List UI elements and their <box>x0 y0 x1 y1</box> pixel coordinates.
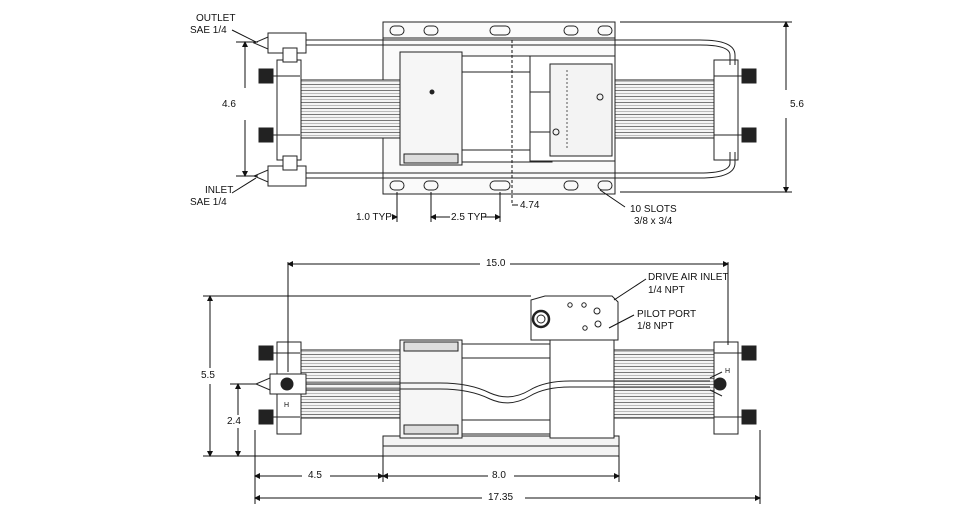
side-fins-left <box>299 349 401 419</box>
side-fins-right <box>613 349 715 419</box>
drive-air-size: 1/4 NPT <box>648 285 685 296</box>
outlet-size: SAE 1/4 <box>190 25 227 36</box>
end-cap-right <box>713 59 739 161</box>
inlet-label: INLET <box>205 185 234 196</box>
dim-slot-pitch: 2.5 TYP <box>451 212 487 223</box>
slots-size: 3/8 x 3/4 <box>634 216 673 227</box>
dim-height-inner: 4.6 <box>222 99 236 110</box>
inlet-size: SAE 1/4 <box>190 197 227 208</box>
fins-right <box>613 79 715 139</box>
mounting-slots <box>389 25 613 191</box>
slots-label: 10 SLOTS <box>630 204 677 215</box>
dim-lines-side <box>203 261 761 504</box>
center-housing <box>399 51 463 166</box>
pilot-port-label: PILOT PORT <box>637 309 697 320</box>
outlet-label: OUTLET <box>196 13 236 24</box>
tubing-top <box>252 32 736 65</box>
side-view <box>203 261 761 504</box>
drive-air-label: DRIVE AIR INLET <box>648 272 729 283</box>
dim-lines-top <box>236 21 792 222</box>
drive-air-block <box>530 295 619 341</box>
dim-left-offset: 4.5 <box>308 470 322 481</box>
port-marker-left: H <box>284 402 290 409</box>
fins-left <box>299 79 401 139</box>
side-valve-housing <box>549 339 615 439</box>
dim-base: 8.0 <box>492 470 506 481</box>
tubing-bottom <box>252 152 736 187</box>
dim-port-height: 2.4 <box>227 416 241 427</box>
dim-overall: 17.35 <box>488 492 514 503</box>
dim-height-outer: 5.6 <box>790 99 804 110</box>
pilot-port-size: 1/8 NPT <box>637 321 674 332</box>
dim-overall-top: 15.0 <box>486 258 506 269</box>
top-view <box>231 21 792 222</box>
end-cap-left <box>276 59 302 161</box>
dim-center: 4.74 <box>520 200 540 211</box>
dim-height: 5.5 <box>201 370 215 381</box>
dim-slot-offset: 1.0 TYP <box>356 212 392 223</box>
port-marker-right: H <box>725 368 731 375</box>
